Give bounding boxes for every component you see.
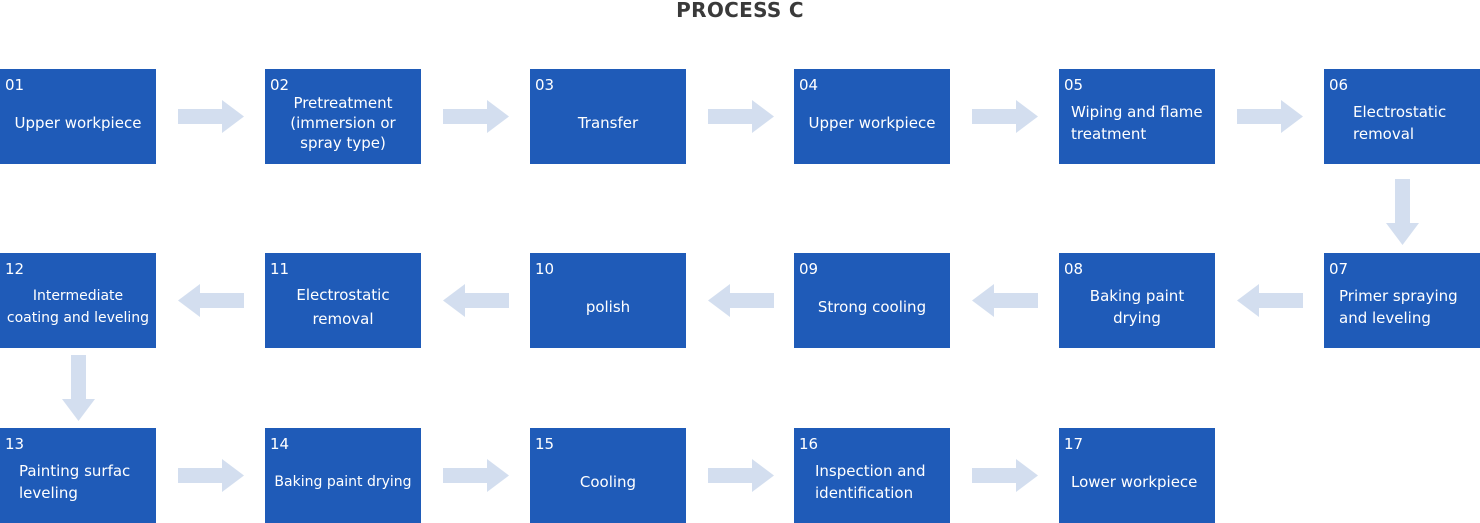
step-number: 07 <box>1329 260 1349 278</box>
step-10: 10 polish <box>530 253 686 348</box>
arrow-left-icon <box>972 284 1038 317</box>
step-label: Transfer <box>577 113 639 132</box>
arrow-left-icon <box>443 284 509 317</box>
step-label: Strong cooling <box>817 297 927 316</box>
arrow-right-icon <box>443 459 509 492</box>
arrow-right-icon <box>708 459 774 492</box>
arrow-left-icon <box>178 284 244 317</box>
arrow-right-icon <box>178 459 244 492</box>
step-label: Baking paint drying <box>274 473 412 490</box>
step-number: 10 <box>535 260 555 278</box>
step-number: 05 <box>1064 76 1084 94</box>
step-number: 14 <box>270 435 290 453</box>
diagram-title: PROCESS C <box>676 0 804 22</box>
step-number: 15 <box>535 435 555 453</box>
step-15: 15 Cooling <box>530 428 686 523</box>
step-number: 02 <box>270 76 290 94</box>
step-number: 16 <box>799 435 819 453</box>
step-09: 09 Strong cooling <box>794 253 950 348</box>
arrow-down-icon <box>62 355 95 421</box>
arrow-right-icon <box>178 100 244 133</box>
step-04: 04 Upper workpiece <box>794 69 950 164</box>
step-number: 04 <box>799 76 819 94</box>
step-number: 06 <box>1329 76 1349 94</box>
step-number: 13 <box>5 435 25 453</box>
arrow-left-icon <box>1237 284 1303 317</box>
arrow-right-icon <box>972 100 1038 133</box>
arrow-right-icon <box>1237 100 1303 133</box>
step-number: 03 <box>535 76 555 94</box>
step-label: polish <box>585 297 631 316</box>
step-number: 17 <box>1064 435 1084 453</box>
step-17: 17 Lower workpiece <box>1059 428 1215 523</box>
arrow-right-icon <box>708 100 774 133</box>
step-03: 03 Transfer <box>530 69 686 164</box>
step-14: 14 Baking paint drying <box>265 428 421 523</box>
step-label: Upper workpiece <box>14 113 142 132</box>
arrow-down-icon <box>1386 179 1419 245</box>
step-number: 09 <box>799 260 819 278</box>
step-label: Lower workpiece <box>1071 472 1198 491</box>
step-label: Upper workpiece <box>808 113 936 132</box>
step-number: 08 <box>1064 260 1084 278</box>
arrow-right-icon <box>443 100 509 133</box>
arrow-left-icon <box>708 284 774 317</box>
step-01: 01 Upper workpiece <box>0 69 156 164</box>
step-number: 11 <box>270 260 290 278</box>
step-number: 01 <box>5 76 25 94</box>
step-number: 12 <box>5 260 25 278</box>
step-label: Cooling <box>579 472 637 491</box>
arrow-right-icon <box>972 459 1038 492</box>
